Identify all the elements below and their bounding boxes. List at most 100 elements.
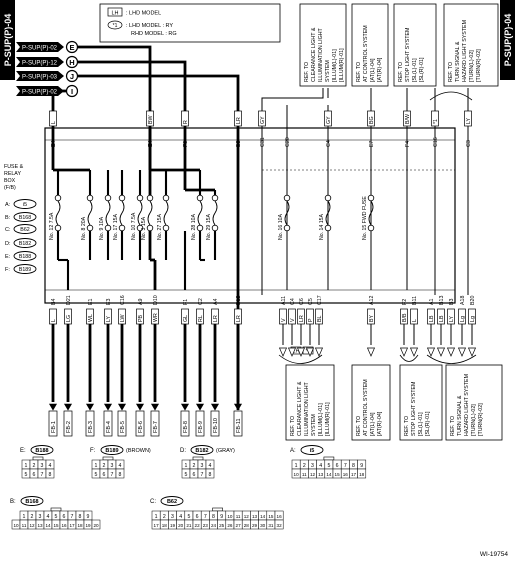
bundle-arrow-4-5 [467, 347, 477, 357]
fuse-top-terminal-5 [136, 194, 144, 202]
top-wire-4: LR [236, 117, 242, 124]
top-wire-tag-7 [324, 110, 332, 127]
pin-number: 3 [311, 463, 314, 469]
bottom-pin-15: C5 [308, 298, 314, 305]
pinout-key-4: A: [290, 448, 296, 454]
pin-number: 13 [318, 472, 324, 477]
input-wire-1 [78, 45, 152, 110]
ref-bottom-2-line-3: [AT(L)-04] [370, 412, 376, 436]
top-wire-tag-1 [49, 110, 57, 127]
fb-box-2 [63, 410, 73, 437]
pin-number: 17 [154, 523, 160, 528]
bundle-arc-3 [399, 354, 419, 362]
fb-arrow-6 [135, 403, 145, 411]
ref-bottom-3-line-3: [SL(L)-01] [418, 412, 424, 436]
fb-label-11: FB-11 [236, 418, 242, 433]
ref-box-bottom-3 [399, 364, 443, 441]
fb-box-7 [150, 410, 160, 437]
top-wire-5: GY [260, 116, 266, 124]
top-wire-tag-5 [258, 110, 266, 127]
fb-box-8 [180, 410, 190, 437]
pin-number: 9 [220, 514, 223, 520]
pin-cell [205, 468, 215, 479]
fb-label-8: FB-8 [183, 421, 189, 433]
pin-number: 6 [193, 472, 196, 478]
fuse-box-key-1: A: [5, 202, 11, 208]
pin-number: 3 [171, 514, 174, 520]
fuse-top-terminal-11 [324, 194, 332, 202]
ref-top-1-line-5: [ILLUM(L)-01] [332, 49, 338, 82]
pinout-key-2: F: [90, 448, 96, 454]
pin-number: 6 [103, 472, 106, 478]
pin-number: 1 [25, 463, 28, 469]
pin-number: 7 [111, 472, 114, 478]
fuse-box-title-2: RELAY [4, 171, 21, 177]
bundle-arrow-2-1 [366, 347, 376, 357]
top-pin-4: B2 [236, 140, 242, 147]
top-wire-9: B/W [405, 114, 411, 124]
fuse-label-9: No. 3 15A [141, 216, 147, 240]
ref-bottom-1-line-3: ILLUMINATION LIGHT [304, 381, 310, 436]
pin-number: 9 [87, 514, 90, 520]
top-wire-8: BG [369, 116, 375, 124]
bottom-wire-2: LG [66, 315, 72, 322]
pin-number: 5 [55, 514, 58, 520]
pin-cell [274, 519, 284, 530]
bottom-pin-14: C6 [299, 298, 305, 305]
pinout-conn-5: B168 [25, 499, 38, 505]
top-wire-3: R [183, 120, 189, 124]
top-wire-tag-3 [181, 110, 189, 127]
pin-number: 1 [185, 463, 188, 469]
pin-number: 5 [327, 463, 330, 469]
pin-number: 5 [25, 472, 28, 478]
fb-label-7: FB-7 [153, 421, 159, 433]
bottom-wire-5: LW [120, 314, 126, 322]
bottom-pin-18: F2 [402, 299, 408, 305]
bottom-wire-13: V [290, 318, 296, 322]
pin-number: 4 [179, 514, 182, 520]
ref-box-top-3 [393, 3, 437, 87]
input-connector-circle-I [65, 84, 79, 98]
figure-id: WI-19754 [480, 551, 509, 558]
pin-number: 7 [201, 472, 204, 478]
ref-top-1-line-3: ILLUMINATION LIGHT [318, 27, 324, 82]
fuse-element-4 [119, 200, 125, 226]
bundle-arrow-4-1 [426, 347, 436, 357]
mark-symbol: *1 [113, 23, 118, 29]
top-wire-tag-4 [234, 110, 242, 127]
bundle-arrow-4-4 [457, 347, 467, 357]
ref-bottom-3-line-4: [SL(R)-01] [425, 411, 431, 436]
bottom-wire-14: LR [299, 315, 305, 322]
fb-arrow-7 [150, 403, 160, 411]
pinout-tab-2 [102, 456, 114, 461]
bottom-wire-1: L [51, 319, 57, 322]
pin-number: 2 [303, 463, 306, 469]
pin-number: 2 [163, 514, 166, 520]
fuse-label-8: No. 29 15A [206, 214, 212, 240]
ref-top-4-line-2: TURN SIGNAL & [455, 41, 461, 82]
bottom-wire-24: Lg [470, 316, 476, 322]
input-connector-letter-J: J [70, 72, 74, 81]
fb-arrow-9 [195, 403, 205, 411]
fuse-top-terminal-2 [86, 194, 94, 202]
bundle-arrow-3-1 [399, 347, 409, 357]
input-connector-label-J: P-SUP(P)-03 [22, 75, 58, 81]
pinout-tab-6 [212, 507, 223, 512]
bottom-pin-17: A12 [369, 296, 375, 305]
bundle-arrow-1-4 [305, 347, 315, 357]
fb-label-10: FB-10 [213, 418, 219, 433]
bottom-pin-9: C2 [198, 298, 204, 305]
pin-number: 7 [204, 514, 207, 520]
pin-number: 3 [41, 463, 44, 469]
bottom-wire-22: LY [449, 315, 455, 322]
pin-number: 31 [268, 523, 274, 528]
fb-box-3 [85, 410, 95, 437]
fuse-element-7 [197, 200, 203, 226]
svg-text:P-SUP(P)-04: P-SUP(P)-04 [503, 14, 513, 67]
fb-label-1: FB-1 [51, 421, 57, 433]
pin-number: 29 [252, 523, 258, 528]
pin-number: 20 [178, 523, 184, 528]
